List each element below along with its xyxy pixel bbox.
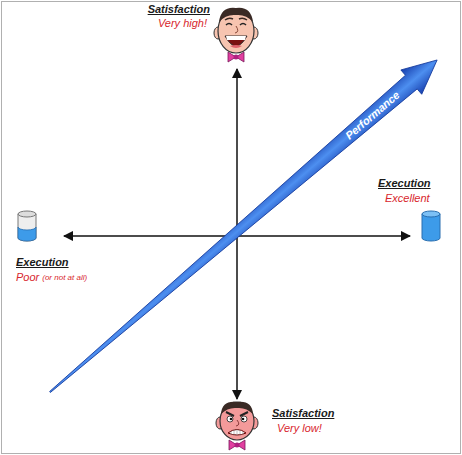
angry-face	[216, 402, 258, 450]
axis-title: Satisfaction	[148, 3, 210, 16]
performance-arrow-shape	[40, 48, 448, 404]
axis-note: (or not at all)	[42, 273, 87, 282]
axis-value: Excellent	[385, 192, 430, 205]
angry-face-part	[236, 420, 239, 426]
full-cylinder-part	[422, 214, 440, 241]
half-filled-cylinder-part	[18, 214, 36, 241]
happy-face	[214, 8, 258, 62]
happy-face-part	[226, 24, 246, 26]
axis-value: Very high!	[158, 17, 207, 30]
performance-arrow	[40, 48, 448, 404]
angry-face-part	[226, 412, 248, 416]
axis-value: Poor	[16, 271, 39, 284]
happy-face-part	[234, 55, 239, 60]
happy-face-part	[226, 36, 246, 40]
happy-face-part	[225, 36, 247, 46]
happy-face-part	[235, 26, 238, 33]
full-cylinder-part	[422, 211, 440, 217]
angry-face-part	[230, 418, 233, 421]
angry-face-part	[220, 402, 254, 440]
axis-value: Very low!	[277, 422, 322, 435]
half-filled-cylinder	[18, 211, 36, 241]
axis-title: Satisfaction	[272, 407, 334, 420]
half-filled-cylinder-part	[18, 227, 36, 241]
angry-face-part	[231, 429, 243, 436]
half-filled-cylinder-part	[18, 211, 36, 217]
axis-title: Execution	[378, 177, 431, 190]
angry-face-part	[221, 402, 253, 414]
happy-face-part	[225, 18, 247, 20]
full-cylinder	[422, 211, 440, 241]
angry-face-part	[227, 416, 233, 422]
axis-title: Execution	[16, 256, 69, 269]
happy-face-part	[219, 8, 253, 22]
angry-face-part	[242, 418, 245, 421]
happy-face-part	[230, 45, 242, 48]
angry-face-part	[235, 443, 240, 448]
performance-label: Performance	[343, 89, 401, 141]
angry-face-part	[228, 430, 246, 436]
angry-face-part	[241, 416, 247, 422]
